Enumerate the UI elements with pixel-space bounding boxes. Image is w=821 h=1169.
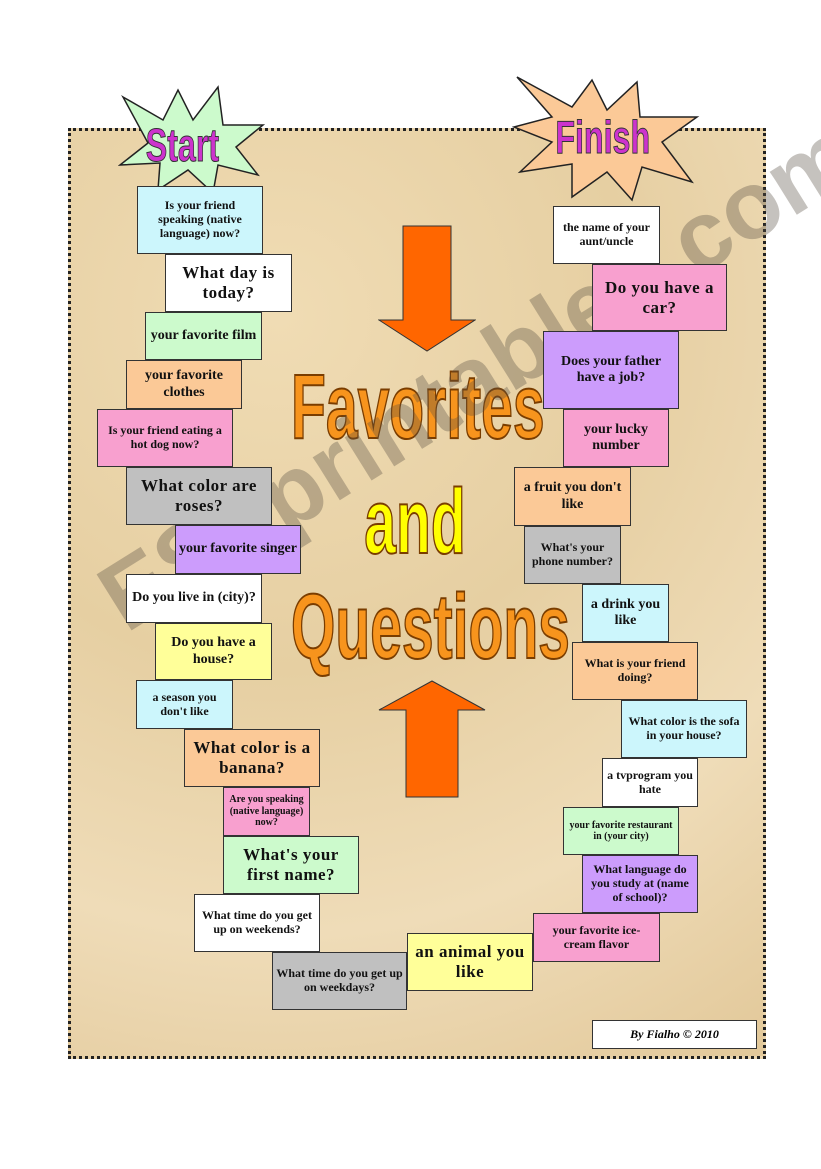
- board-square: Does your father have a job?: [543, 331, 679, 409]
- credit-box: By Fialho © 2010: [592, 1020, 757, 1049]
- board-square: What is your friend doing?: [572, 642, 698, 700]
- board-square: your favorite restaurant in (your city): [563, 807, 679, 855]
- board-square: Do you live in (city)?: [126, 574, 262, 623]
- board-square: What color is a banana?: [184, 729, 320, 787]
- finish-star: [512, 76, 700, 202]
- board-square: Do you have a car?: [592, 264, 727, 331]
- board-square: What color is the sofa in your house?: [621, 700, 747, 758]
- board-square: What's your first name?: [223, 836, 359, 894]
- board-square: a drink you like: [582, 584, 669, 642]
- board-square: What's your phone number?: [524, 526, 621, 584]
- board-square: Is your friend speaking (native language…: [137, 186, 263, 254]
- arrow-up-icon: [378, 680, 486, 798]
- start-label: Start: [145, 119, 220, 172]
- title-questions: Questions: [290, 575, 570, 679]
- finish-label: Finish: [555, 111, 651, 164]
- board-square: What time do you get up on weekdays?: [272, 952, 407, 1010]
- board-square: What color are roses?: [126, 467, 272, 525]
- board-square: your favorite ice-cream flavor: [533, 913, 660, 962]
- board-square: your lucky number: [563, 409, 669, 467]
- board-square: your favorite film: [145, 312, 262, 360]
- title-and: and: [364, 470, 467, 574]
- board-square: a tvprogram you hate: [602, 758, 698, 807]
- board-square: Is your friend eating a hot dog now?: [97, 409, 233, 467]
- start-star: [118, 85, 266, 195]
- board-square: Do you have a house?: [155, 623, 272, 680]
- board-square: What day is today?: [165, 254, 292, 312]
- board-square: your favorite clothes: [126, 360, 242, 409]
- board-square: a season you don't like: [136, 680, 233, 729]
- board-square: What time do you get up on weekends?: [194, 894, 320, 952]
- board-square: your favorite singer: [175, 525, 301, 574]
- board-square: Are you speaking (native language) now?: [223, 787, 310, 836]
- board-square: a fruit you don't like: [514, 467, 631, 526]
- board-square: the name of your aunt/uncle: [553, 206, 660, 264]
- board-square: an animal you like: [407, 933, 533, 991]
- arrow-down-icon: [378, 225, 476, 352]
- title-favorites: Favorites: [290, 355, 545, 459]
- board-square: What language do you study at (name of s…: [582, 855, 698, 913]
